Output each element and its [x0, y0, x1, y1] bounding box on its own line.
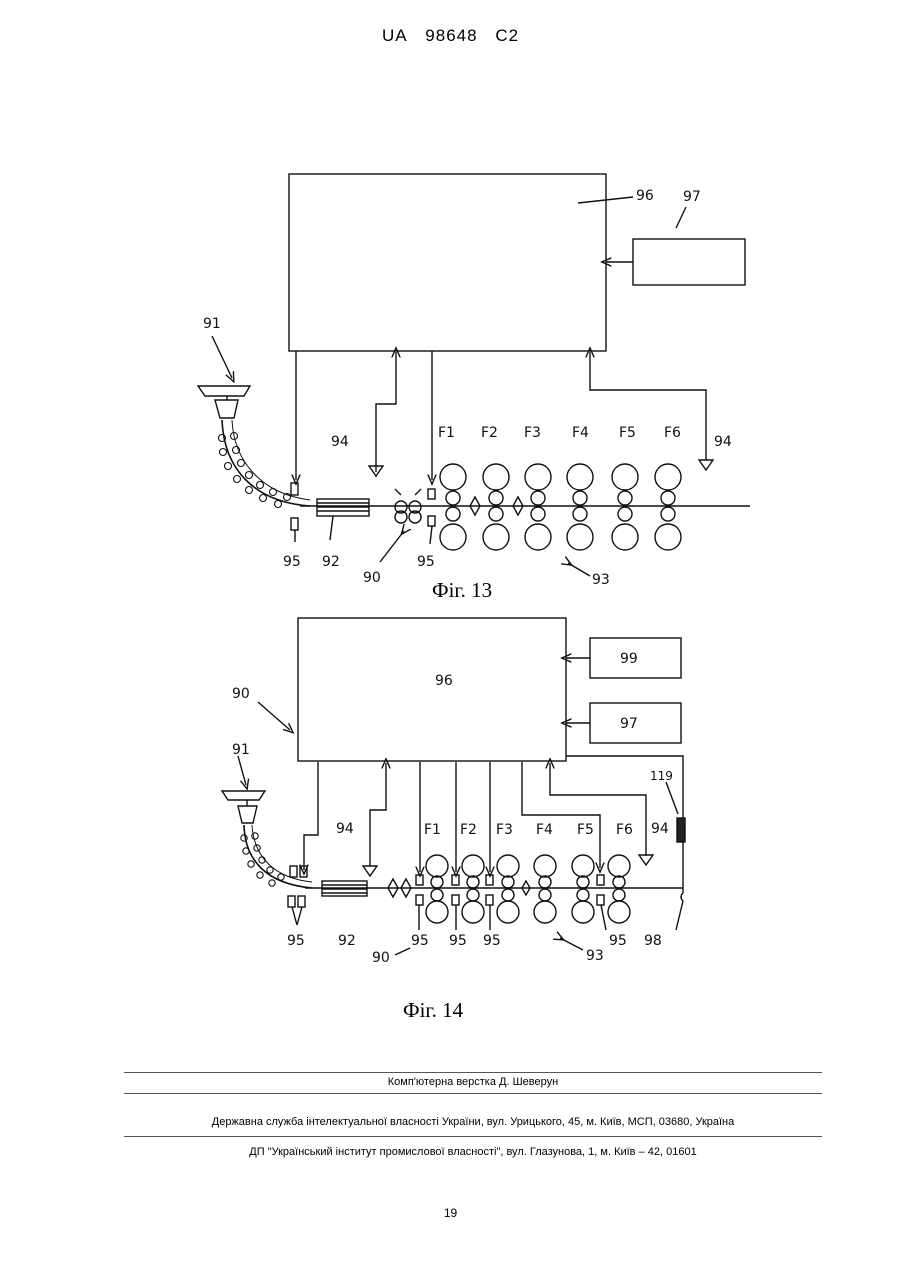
fig14-caption: Фіг. 14	[403, 998, 464, 1022]
fig14-diagram	[222, 618, 685, 955]
fig14-ref-119: 119	[650, 769, 673, 783]
fig13-ref-92: 92	[322, 554, 340, 570]
fig14-ref-98: 98	[644, 933, 662, 949]
fig14-ref-92: 92	[338, 933, 356, 949]
fig14-control-unit-96	[298, 618, 566, 761]
footer-institute: ДП "Український інститут промислової вла…	[124, 1146, 822, 1158]
fig14-stand-label: F2	[460, 822, 477, 838]
fig13-stand-label: F4	[572, 425, 589, 441]
fig13-caption: Фіг. 13	[432, 578, 492, 602]
footer-rule-middle	[124, 1093, 822, 1094]
fig14-ref-95a: 95	[287, 933, 305, 949]
fig13-stand-label: F5	[619, 425, 636, 441]
fig13-stand-label: F3	[524, 425, 541, 441]
fig14-ref-90a: 90	[232, 686, 250, 702]
fig13-ref-93: 93	[592, 572, 610, 588]
fig13-stand-label: F2	[481, 425, 498, 441]
fig14-sensor-119	[677, 818, 685, 842]
fig14-ref-95e: 95	[609, 933, 627, 949]
fig14-stand-label: F1	[424, 822, 441, 838]
fig14-stand-label: F4	[536, 822, 553, 838]
footer-rule-bottom	[124, 1136, 822, 1137]
fig13-stand-label: F6	[664, 425, 681, 441]
fig13-ref-95a: 95	[283, 554, 301, 570]
fig14-tundish	[222, 791, 265, 800]
fig13-ref-90: 90	[363, 570, 381, 586]
fig13-ref-91: 91	[203, 316, 221, 332]
fig14-sensor-94a	[363, 866, 377, 876]
fig14-ref-99: 99	[620, 651, 638, 667]
fig14-sensor-94b	[639, 855, 653, 865]
page-number: 19	[0, 1206, 901, 1220]
fig13-stand-labels: F1 F2 F3 F4 F5 F6	[438, 425, 681, 441]
footer-agency: Державна служба інтелектуальної власност…	[124, 1116, 822, 1128]
fig14-ref-90b: 90	[372, 950, 390, 966]
fig14-ref-96: 96	[435, 673, 453, 689]
fig13-ref-96: 96	[636, 188, 654, 204]
fig14-ref-94a: 94	[336, 821, 354, 837]
fig14-ref-95d: 95	[483, 933, 501, 949]
footer-layout-credit: Комп'ютерна верстка Д. Шеверун	[124, 1076, 822, 1088]
fig14-ref-93: 93	[586, 948, 604, 964]
fig13-ref-94b: 94	[714, 434, 732, 450]
fig14-ref-97: 97	[620, 716, 638, 732]
fig13-mould	[215, 400, 238, 418]
fig13-sensor-94b	[699, 460, 713, 470]
fig14-stand-label: F6	[616, 822, 633, 838]
fig14-mould	[238, 806, 257, 823]
fig13-diagram	[198, 174, 750, 576]
fig14-ref-95b: 95	[411, 933, 429, 949]
fig14-stand-label: F3	[496, 822, 513, 838]
fig13-ref-97: 97	[683, 189, 701, 205]
fig13-stand-label: F1	[438, 425, 455, 441]
fig14-ref-94b: 94	[651, 821, 669, 837]
fig13-control-unit-96	[289, 174, 606, 351]
footer-rule-top	[124, 1072, 822, 1073]
fig14-stand-label: F5	[577, 822, 594, 838]
fig13-unit-97	[633, 239, 745, 285]
fig14-ref-95c: 95	[449, 933, 467, 949]
fig13-stands	[440, 464, 681, 550]
fig14-ref-91: 91	[232, 742, 250, 758]
fig13-ref-95b: 95	[417, 554, 435, 570]
fig13-ref-94a: 94	[331, 434, 349, 450]
fig13-tundish	[198, 386, 250, 396]
figure-drawings: 96 97 91 94 94 95 92 90 95 93 F1 F2 F3 F…	[0, 0, 901, 1030]
